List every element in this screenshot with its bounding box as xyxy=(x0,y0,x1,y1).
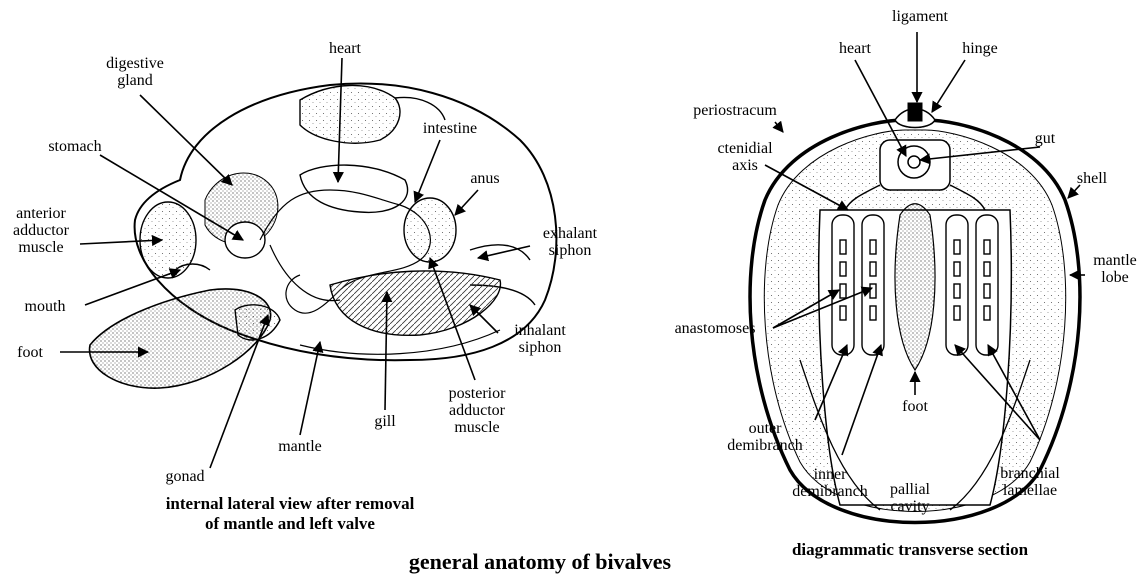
label-mantle-left: mantle xyxy=(265,438,335,455)
label-ctenidial-axis: ctenidial axis xyxy=(705,140,785,174)
label-digestive-gland: digestive gland xyxy=(80,55,190,89)
label-foot-left: foot xyxy=(5,344,55,361)
label-gonad: gonad xyxy=(150,468,220,485)
label-inner-demibranch: inner demibranch xyxy=(780,466,880,500)
figure-title: general anatomy of bivalves xyxy=(360,550,720,574)
caption-lateral-view: internal lateral view after removal of m… xyxy=(120,494,460,534)
label-ligament: ligament xyxy=(880,8,960,25)
label-intestine: intestine xyxy=(410,120,490,137)
label-anus: anus xyxy=(460,170,510,187)
label-posterior-adductor-muscle: posterior adductor muscle xyxy=(432,385,522,436)
label-mantle-lobe: mantle lobe xyxy=(1082,252,1148,286)
label-branchial-lamellae: branchial lamellae xyxy=(985,465,1075,499)
label-exhalant-siphon: exhalant siphon xyxy=(530,225,610,259)
label-pallial-cavity: pallial cavity xyxy=(875,481,945,515)
label-gut: gut xyxy=(1025,130,1065,147)
label-anterior-adductor-muscle: anterior adductor muscle xyxy=(0,205,82,256)
gonad-shape xyxy=(235,305,280,340)
label-anastomoses: anastomoses xyxy=(660,320,770,337)
ligament-shape xyxy=(908,103,922,121)
label-stomach: stomach xyxy=(35,138,115,155)
gut-circle xyxy=(908,156,920,168)
label-mouth: mouth xyxy=(15,298,75,315)
label-inhalant-siphon: inhalant siphon xyxy=(500,322,580,356)
label-outer-demibranch: outer demibranch xyxy=(715,420,815,454)
heart-shape xyxy=(300,165,408,212)
label-periostracum: periostracum xyxy=(680,102,790,119)
gill-shape xyxy=(330,271,500,335)
label-heart-right: heart xyxy=(825,40,885,57)
label-foot-right: foot xyxy=(895,398,935,415)
label-gill: gill xyxy=(360,413,410,430)
posterior-adductor-muscle-shape xyxy=(404,198,456,262)
caption-transverse-section: diagrammatic transverse section xyxy=(760,540,1060,560)
stomach-shape xyxy=(225,222,265,258)
label-hinge: hinge xyxy=(950,40,1010,57)
label-heart-left: heart xyxy=(310,40,380,57)
label-shell: shell xyxy=(1067,170,1117,187)
